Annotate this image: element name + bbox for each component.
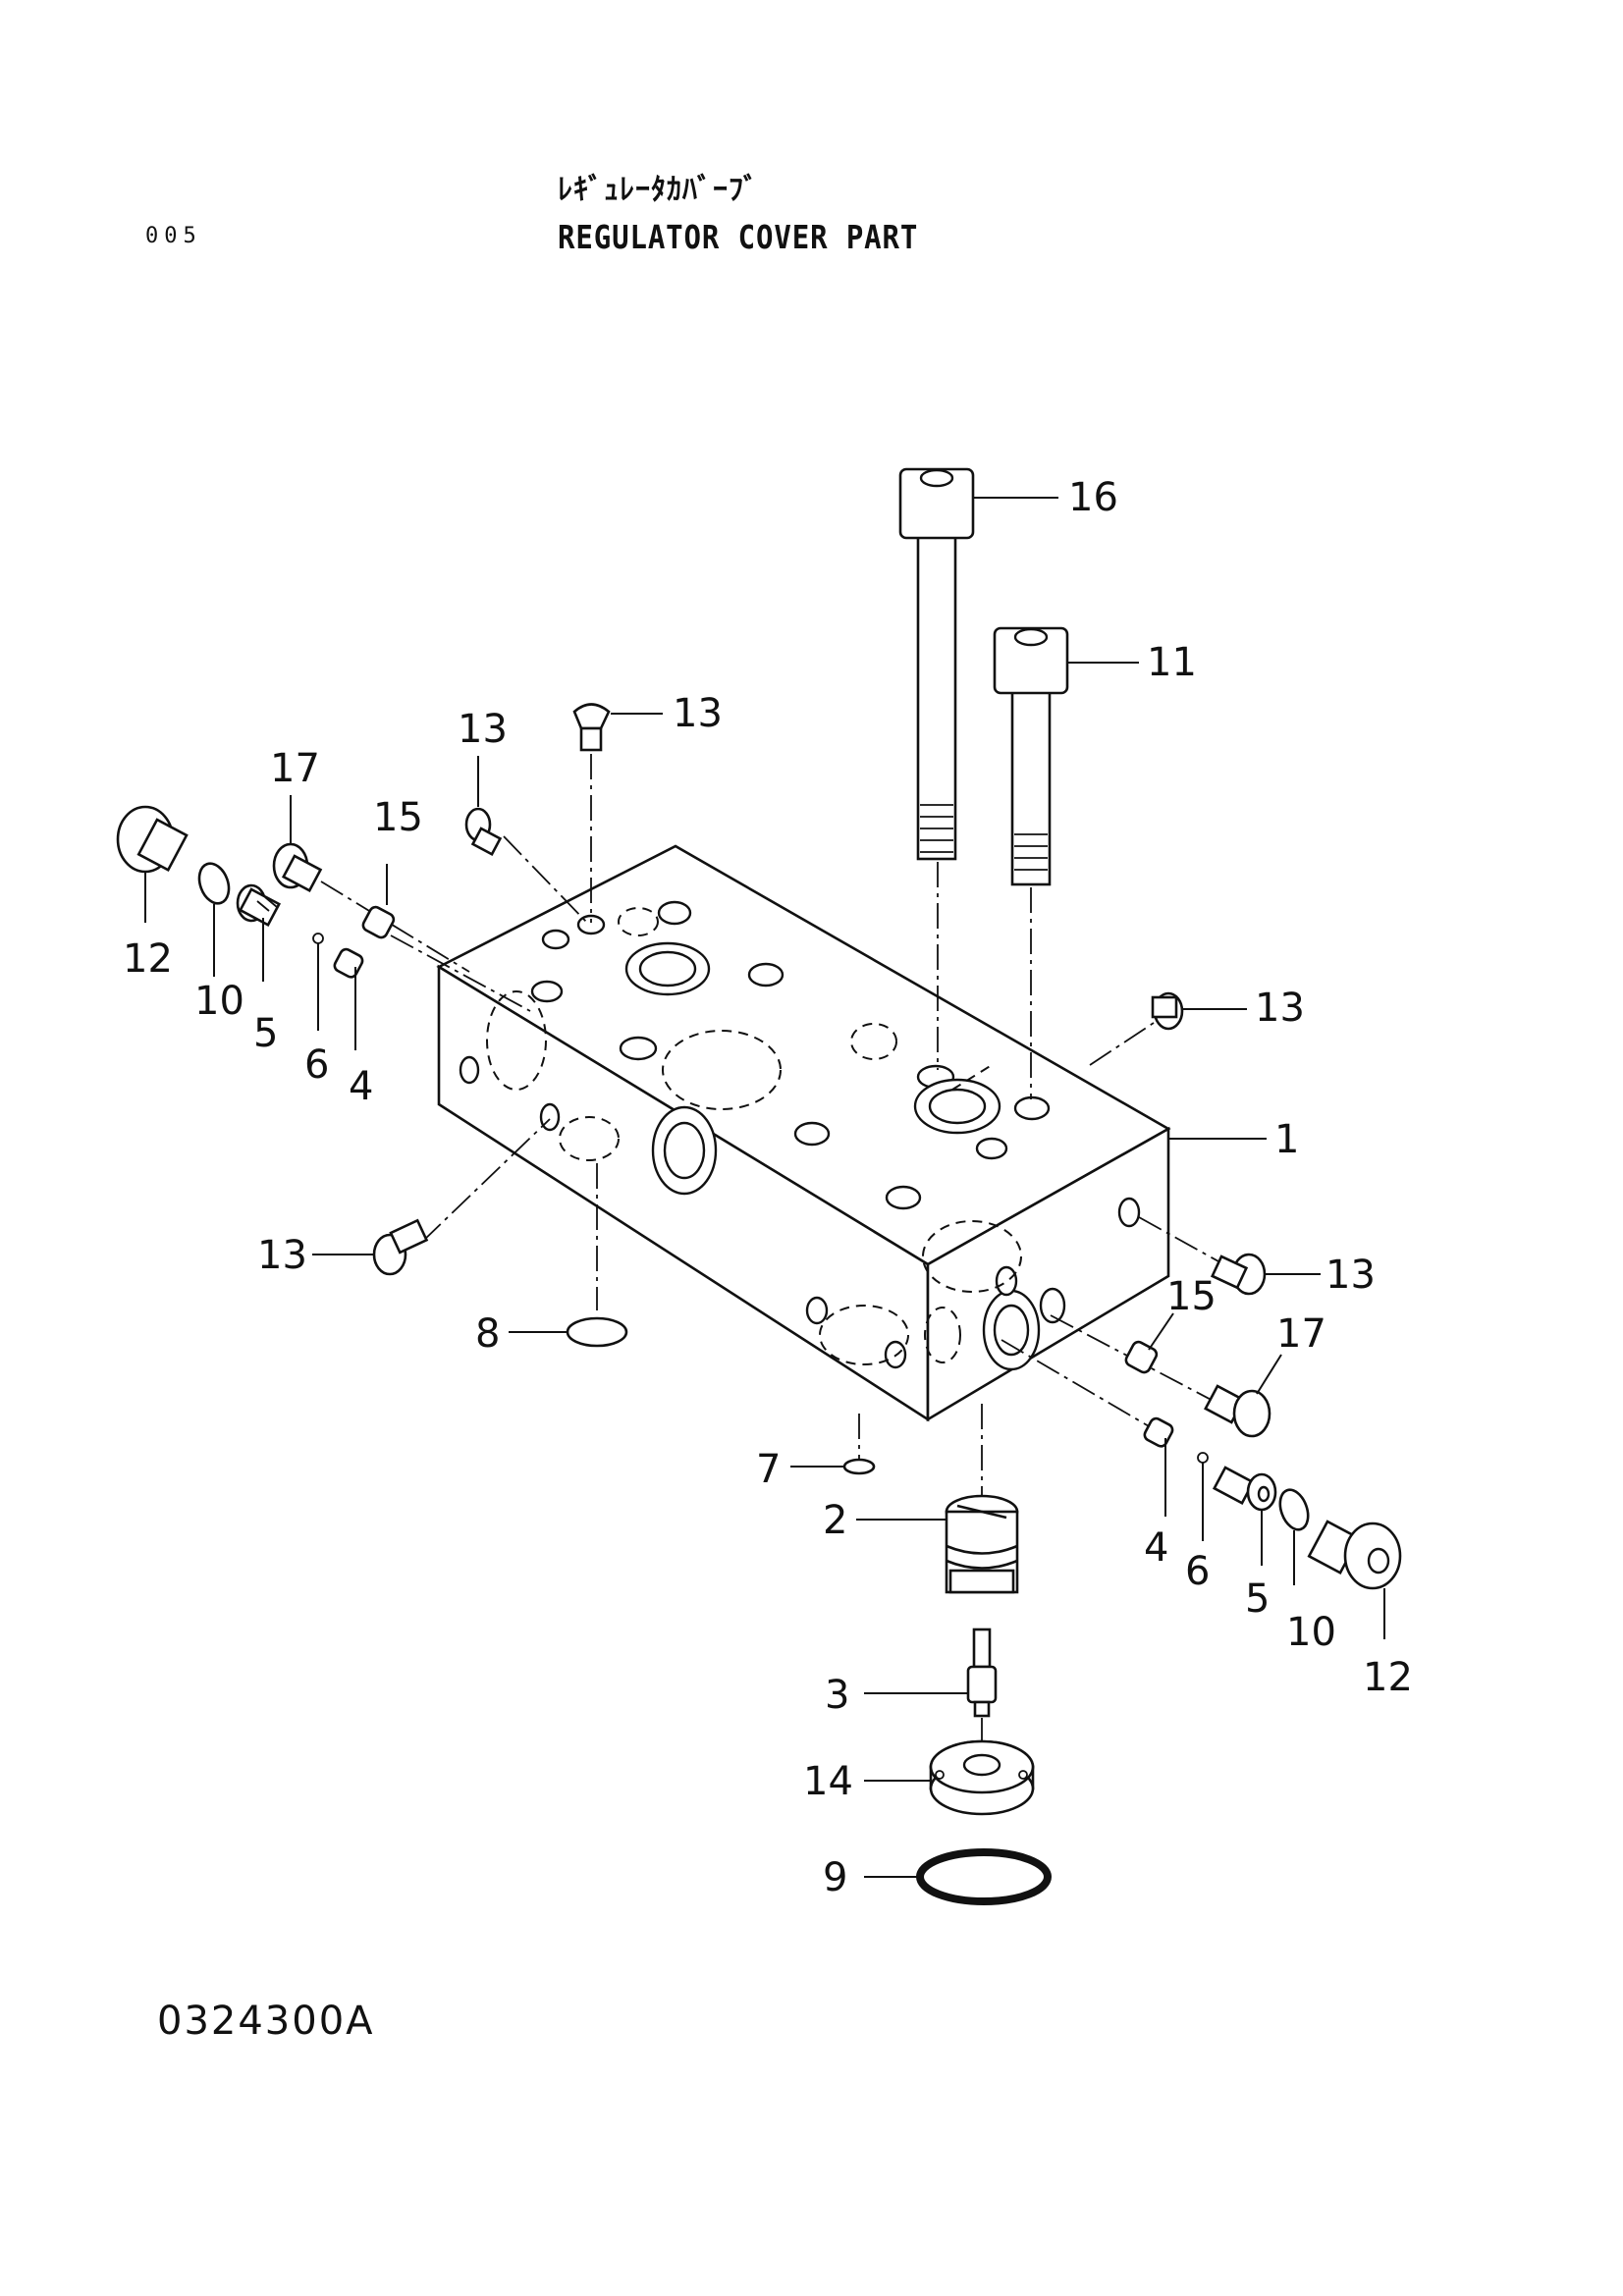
callout-13-upper-left: 13 [458,707,508,752]
o-ring-9 [916,1848,1052,1905]
callout-14: 14 [803,1759,853,1804]
callout-3: 3 [825,1673,849,1718]
plug-17-right [1204,1384,1271,1438]
ball-6-right [1197,1452,1209,1464]
callout-12-right: 12 [1363,1655,1413,1700]
flange-14 [929,1739,1035,1816]
callout-13-top: 13 [673,691,723,736]
callout-16: 16 [1068,475,1118,520]
callout-13-side: 13 [1325,1253,1376,1298]
callout-5-right: 5 [1245,1576,1270,1622]
plug-12-right [1307,1520,1402,1590]
o-ring-10-right [1278,1488,1310,1531]
plug-5-right [1212,1466,1277,1512]
callout-5-left: 5 [253,1011,278,1056]
plug-13-top [572,703,611,752]
callout-12-left: 12 [123,936,173,982]
title-japanese: ﾚｷﾞｭﾚｰﾀｶﾊﾞｰﾌﾞ [558,173,759,207]
plug-5-left [236,883,282,927]
bushing-4-left [333,947,364,979]
o-ring-7 [842,1458,876,1475]
o-ring-10-left [197,862,231,905]
ball-6-left [312,933,324,944]
plug-13-side [1210,1253,1267,1296]
callout-6-right: 6 [1185,1549,1210,1594]
callout-17-left: 17 [270,746,320,791]
drawing-number: 0324300A [157,1999,375,2044]
callout-13-right: 13 [1255,986,1305,1031]
callout-10-right: 10 [1286,1610,1336,1655]
leader-lines [144,497,1385,1878]
plug-13-right [1151,991,1184,1031]
callout-15-right: 15 [1166,1274,1217,1319]
callout-13-front: 13 [257,1233,307,1278]
callout-15-left: 15 [373,795,423,840]
spool-2 [945,1494,1019,1594]
bolt-16 [898,467,975,861]
bushing-4-right [1143,1416,1174,1448]
callout-8: 8 [475,1311,500,1357]
callout-6-left: 6 [304,1042,329,1088]
callout-4-right: 4 [1144,1525,1168,1571]
callout-10-left: 10 [194,979,244,1024]
bushing-15-left [361,905,396,939]
plug-13-left [464,807,503,856]
callout-1: 1 [1274,1117,1299,1162]
callout-9: 9 [823,1855,847,1900]
callout-4-left: 4 [349,1064,373,1109]
pin-3 [966,1628,998,1718]
page-number: 005 [145,224,202,248]
callout-11: 11 [1147,640,1197,685]
plug-17-left [272,842,323,893]
plug-12-left [116,805,189,874]
title-english: REGULATOR COVER PART [558,218,919,256]
callout-2: 2 [823,1498,847,1543]
callout-labels: 16 11 13 13 17 15 12 10 5 6 4 13 1 13 13… [123,475,1413,1900]
callout-17-right: 17 [1276,1311,1326,1357]
o-ring-8 [566,1316,628,1348]
cover-body [436,844,1171,1422]
bolt-11 [993,626,1069,886]
callout-7: 7 [756,1447,781,1492]
plug-13-front [372,1218,429,1276]
